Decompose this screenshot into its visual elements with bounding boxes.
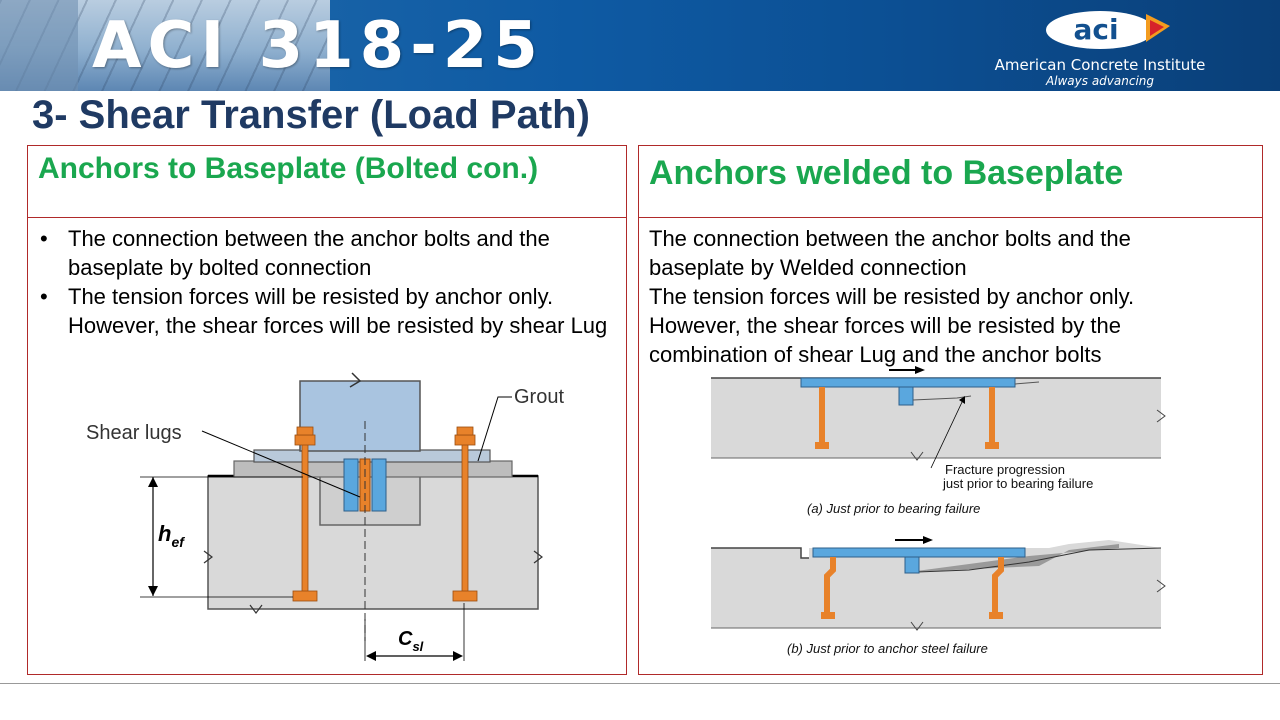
bullet-item: The tension forces will be resisted by a… — [36, 282, 621, 340]
fracture-note-line1: Fracture progression — [945, 462, 1065, 477]
grout-label: Grout — [514, 386, 564, 408]
banner-strip — [0, 0, 78, 91]
welded-figure-a: Fracture progression just prior to beari… — [711, 366, 1166, 516]
figure-b-caption: (b) Just prior to anchor steel failure — [787, 641, 988, 656]
bullet-item: The connection between the anchor bolts … — [36, 224, 621, 282]
bolted-connection-figure: hef Csl Shear lugs Grout — [86, 372, 564, 661]
left-panel-header: Anchors to Baseplate (Bolted con.) — [28, 146, 626, 218]
csl-label: Csl — [398, 628, 424, 654]
shear-lugs-label: Shear lugs — [86, 422, 182, 444]
right-paragraph: The connection between the anchor bolts … — [649, 224, 1249, 369]
right-panel-header: Anchors welded to Baseplate — [639, 146, 1262, 218]
paragraph-line: The connection between the anchor bolts … — [649, 226, 1131, 251]
left-bullet-list: The connection between the anchor bolts … — [36, 224, 621, 340]
paragraph-line: The tension forces will be resisted by a… — [649, 284, 1135, 309]
slide-title: 3- Shear Transfer (Load Path) — [32, 93, 590, 137]
right-panel: Anchors welded to Baseplate The connecti… — [638, 145, 1263, 675]
left-panel-heading: Anchors to Baseplate (Bolted con.) — [38, 152, 539, 185]
org-name: American Concrete Institute — [994, 56, 1206, 74]
footer-divider — [0, 683, 1280, 684]
aci-logo: aci — [1046, 11, 1170, 49]
fracture-note-line2: just prior to bearing failure — [942, 476, 1093, 491]
welded-figure-b: (b) Just prior to anchor steel failure — [711, 536, 1166, 656]
header-banner: ACI 318-25 aci American Concrete Institu… — [0, 0, 1280, 91]
org-tagline: Always advancing — [1045, 74, 1155, 88]
hef-label: hef — [158, 521, 185, 550]
paragraph-line: combination of shear Lug and the anchor … — [649, 342, 1102, 367]
paragraph-line: baseplate by Welded connection — [649, 255, 967, 280]
logo-text: aci — [1073, 13, 1118, 46]
paragraph-line: However, the shear forces will be resist… — [649, 313, 1122, 338]
figure-a-caption: (a) Just prior to bearing failure — [807, 501, 980, 516]
banner-title: ACI 318-25 — [92, 9, 544, 83]
right-panel-heading: Anchors welded to Baseplate — [649, 154, 1124, 192]
left-panel: Anchors to Baseplate (Bolted con.) The c… — [27, 145, 627, 675]
